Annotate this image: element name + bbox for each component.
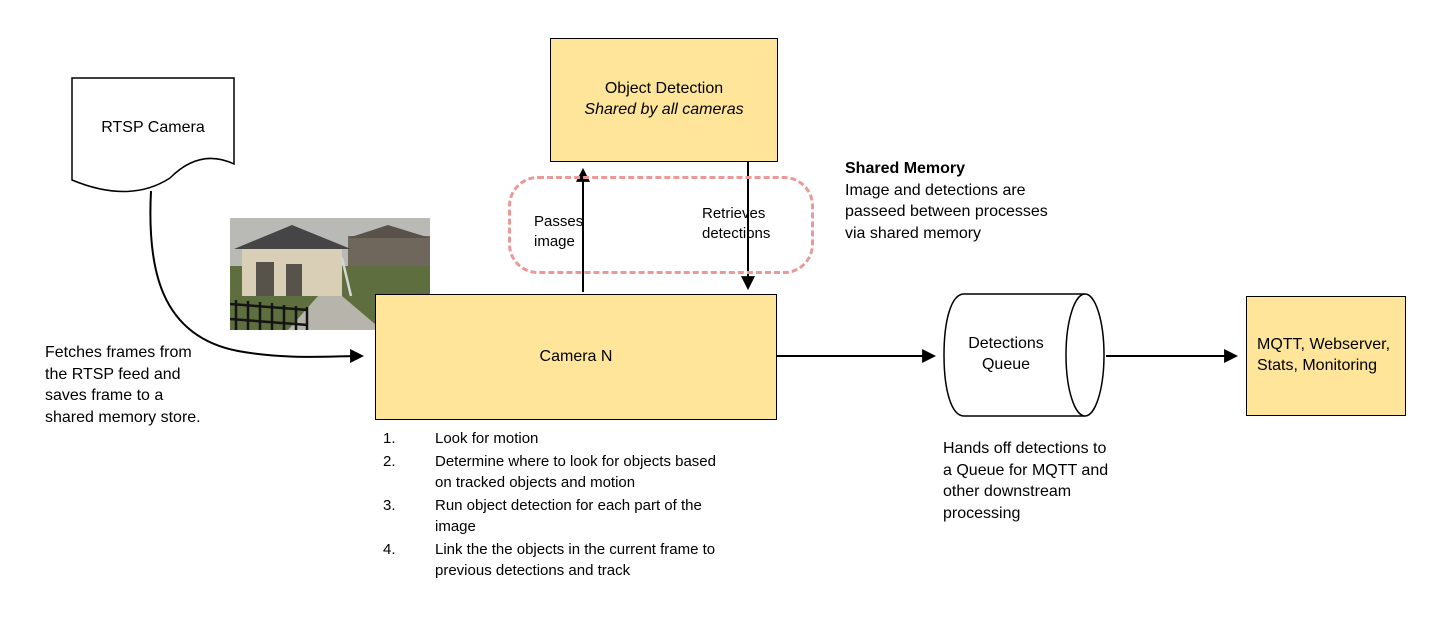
step-number: 1. — [383, 430, 396, 447]
object-detection-title: Object Detection — [604, 80, 724, 98]
outputs-box: MQTT, Webserver, Stats, Monitoring — [1246, 296, 1406, 416]
camera-n-box: Camera N — [375, 294, 777, 420]
queue-note: Hands off detections to a Queue for MQTT… — [943, 440, 1109, 522]
shared-memory-dashed-region — [508, 176, 814, 274]
camera-steps-list: 1. Look for motion 2. Determine where to… — [383, 428, 743, 583]
step-number: 4. — [383, 541, 396, 558]
retrieves-detections-label: Retrieves detections — [702, 205, 771, 242]
step-text: Determine where to look for objects base… — [435, 453, 716, 491]
camera-step-item: 2. Determine where to look for objects b… — [383, 451, 743, 493]
shared-memory-note: Shared Memory Image and detections are p… — [845, 158, 1053, 244]
step-number: 2. — [383, 453, 396, 470]
shared-memory-note-body: Image and detections are passeed between… — [845, 181, 1048, 242]
shared-memory-note-title: Shared Memory — [845, 160, 966, 177]
object-detection-box: Object Detection Shared by all cameras — [550, 38, 778, 162]
camera-step-item: 1. Look for motion — [383, 428, 743, 449]
step-number: 3. — [383, 497, 396, 514]
outputs-label: MQTT, Webserver, Stats, Monitoring — [1257, 336, 1391, 374]
camera-n-label: Camera N — [539, 347, 613, 365]
object-detection-subtitle: Shared by all cameras — [584, 101, 744, 118]
step-text: Look for motion — [435, 430, 539, 447]
arrow-rtsp-to-camera — [149, 190, 365, 364]
step-text: Run object detection for each part of th… — [435, 497, 702, 535]
detections-queue-label: Detections Queue — [968, 335, 1044, 373]
rtsp-camera-shape — [71, 77, 235, 193]
step-text: Link the the objects in the current fram… — [435, 541, 716, 579]
rtsp-camera-label: RTSP Camera — [101, 118, 205, 136]
camera-step-item: 3. Run object detection for each part of… — [383, 495, 743, 537]
fetch-note: Fetches frames from the RTSP feed and sa… — [45, 344, 201, 426]
camera-step-item: 4. Link the the objects in the current f… — [383, 539, 743, 581]
passes-image-label: Passes image — [534, 213, 584, 250]
detections-queue-shape — [943, 293, 1105, 417]
